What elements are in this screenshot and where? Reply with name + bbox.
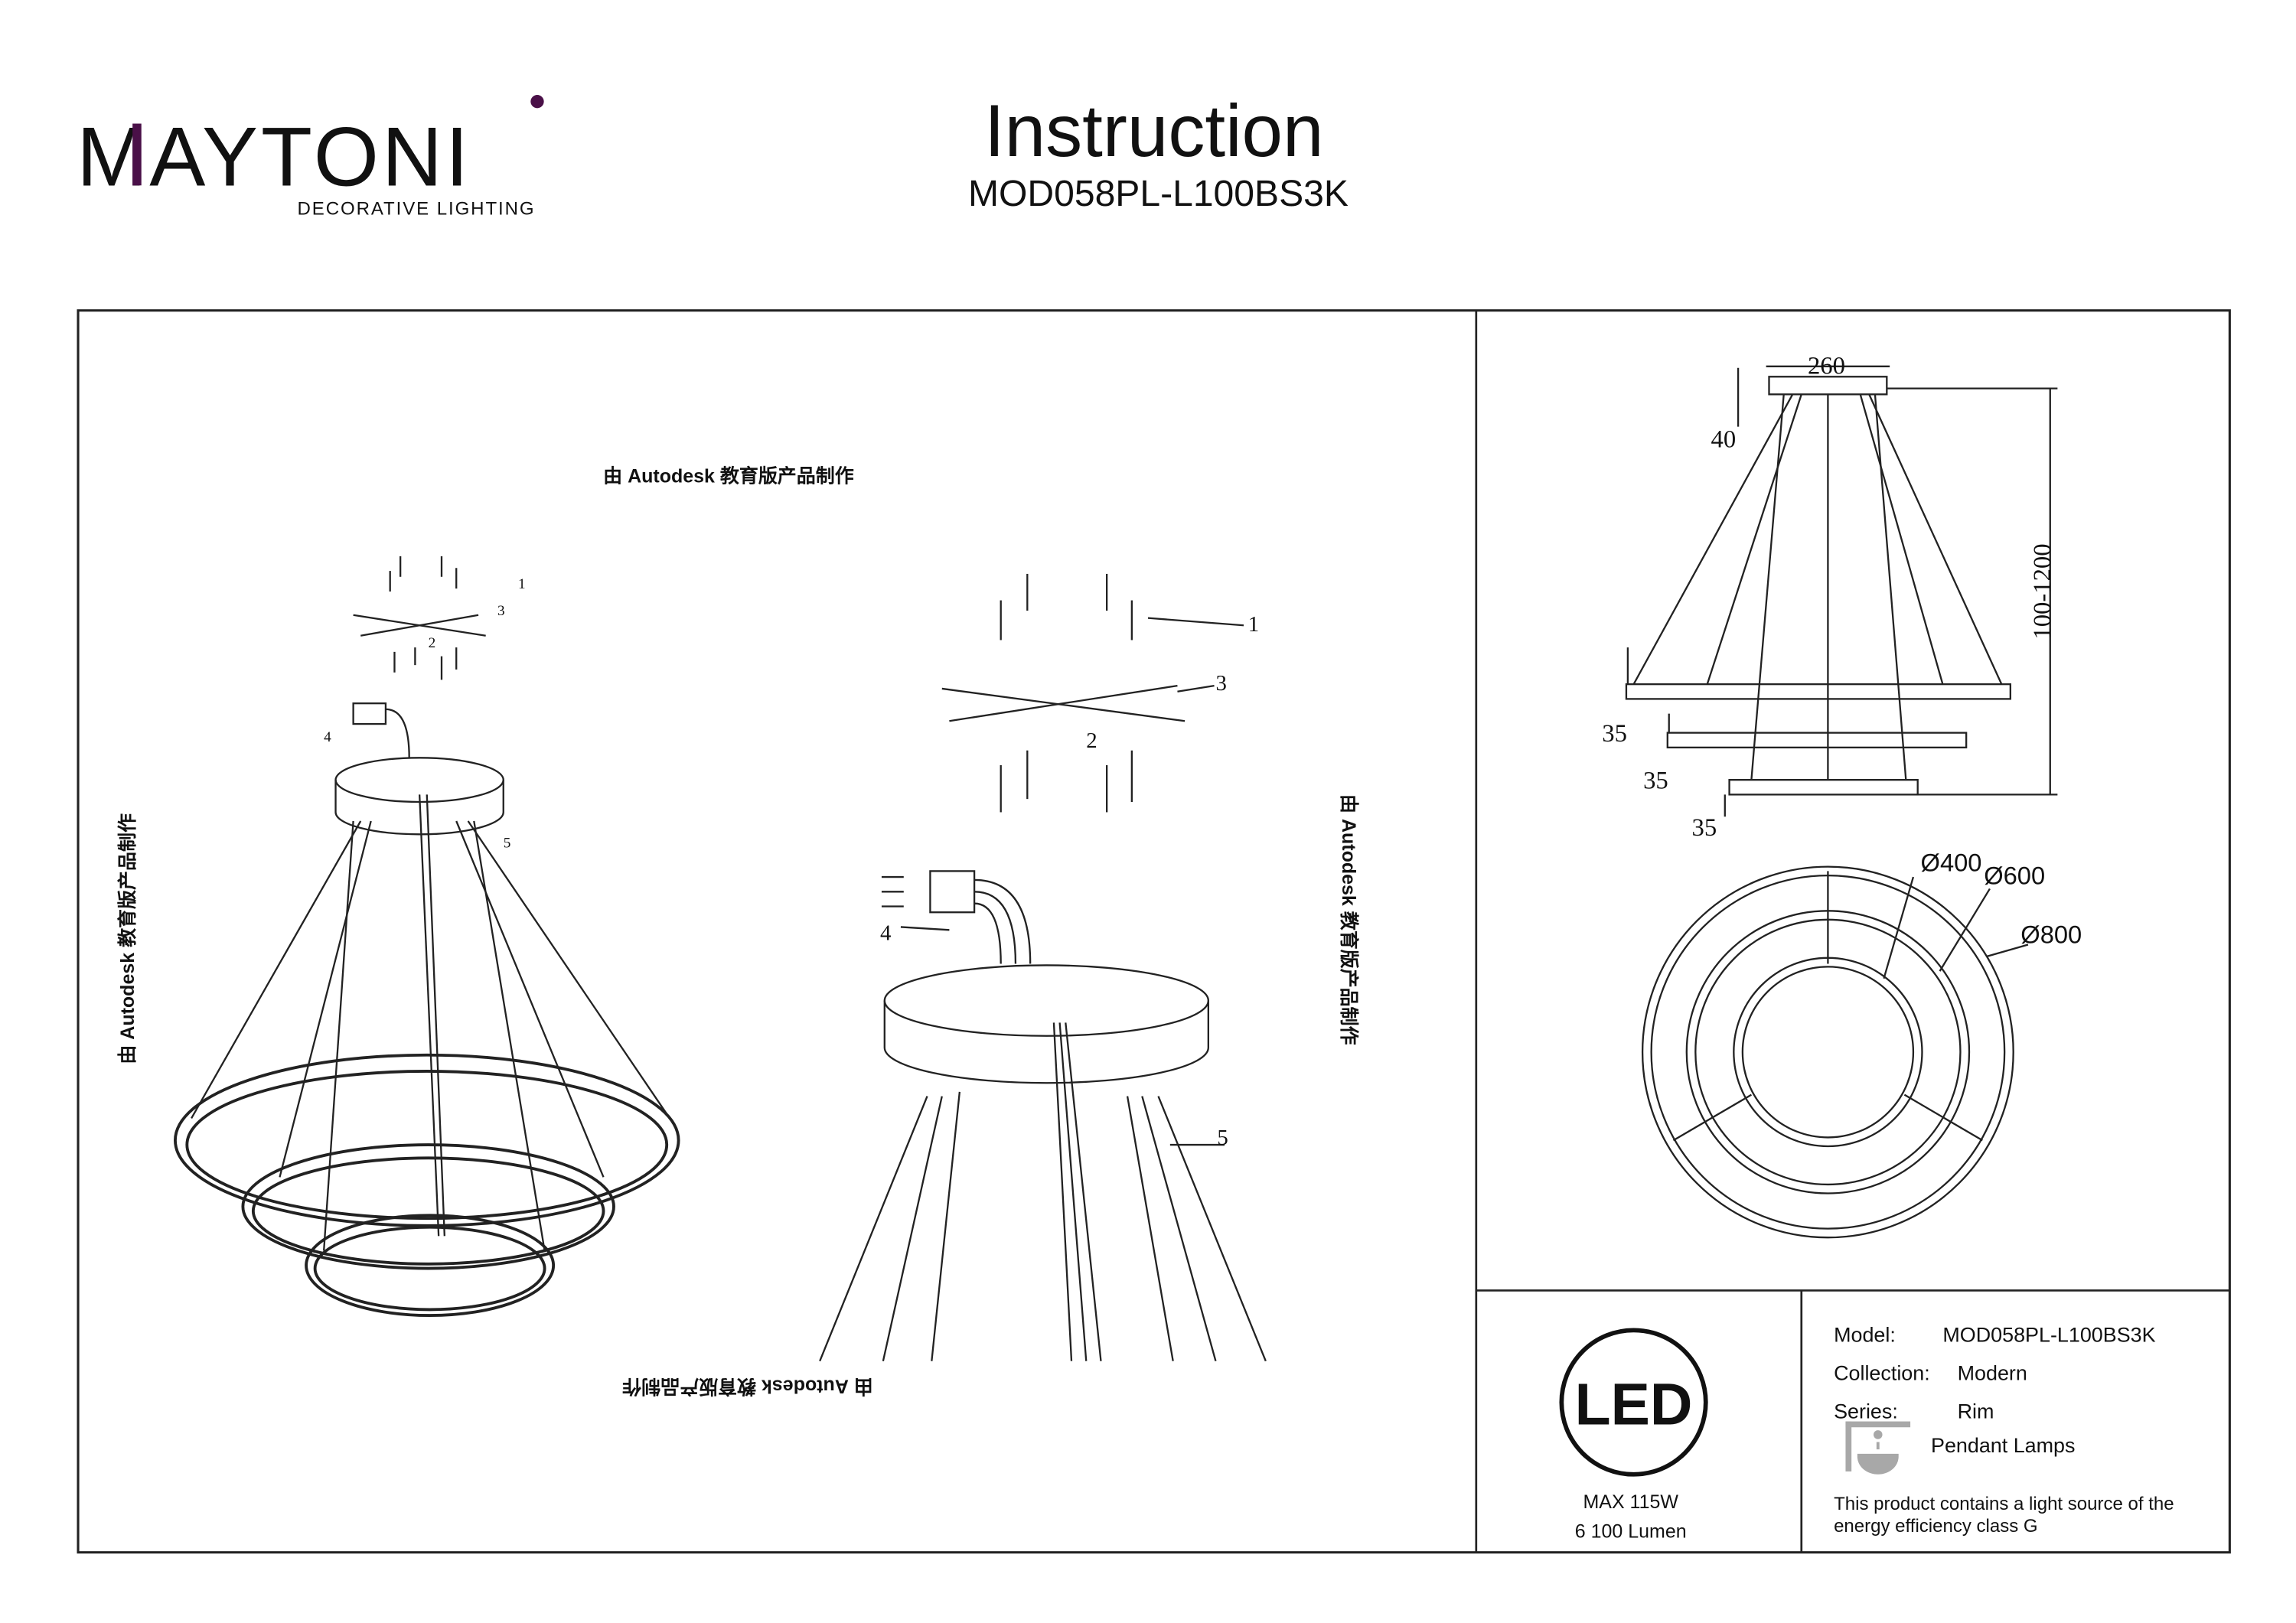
energy-note-line-2: energy efficiency class G xyxy=(1834,1516,2038,1537)
watermark-right: 由 Autodesk 教育版产品制作 xyxy=(1338,794,1360,1045)
part-label-5: 5 xyxy=(504,836,511,852)
exploded-view-drawing: 1 2 3 4 5 xyxy=(819,573,1267,1362)
assembled-lamp-drawing: 1 2 3 4 5 xyxy=(174,556,680,1318)
part-label-2: 2 xyxy=(1086,728,1097,753)
part-label-3: 3 xyxy=(1215,671,1226,696)
watermark-left: 由 Autodesk 教育版产品制作 xyxy=(116,813,139,1064)
part-label-1: 1 xyxy=(518,576,526,592)
frame xyxy=(77,309,2231,1554)
model-subtitle: MOD058PL-L100BS3K xyxy=(968,173,1349,214)
page-title: Instruction xyxy=(984,90,1323,172)
max-power: MAX 115W xyxy=(1583,1491,1678,1513)
side-dimension-drawing: 260 40 35 35 35 100-1200 xyxy=(1602,352,2058,842)
collection-value: Modern xyxy=(1958,1362,2027,1385)
dim-ring-height-3: 35 xyxy=(1692,814,1717,842)
led-block: LED MAX 115W 6 100 Lumen xyxy=(1559,1328,1708,1542)
model-value: MOD058PL-L100BS3K xyxy=(1942,1324,2155,1347)
brand-tagline: DECORATIVE LIGHTING xyxy=(298,199,536,220)
dim-ring-height-1: 35 xyxy=(1602,720,1627,748)
category: Pendant Lamps xyxy=(1931,1434,2075,1457)
part-label-4: 4 xyxy=(880,921,891,946)
led-badge: LED xyxy=(1575,1371,1693,1437)
dim-ring-height-2: 35 xyxy=(1643,768,1668,795)
part-label-2: 2 xyxy=(429,635,436,651)
watermark-top: 由 Autodesk 教育版产品制作 xyxy=(603,465,854,487)
lumen: 6 100 Lumen xyxy=(1575,1520,1687,1542)
dim-canopy-width: 260 xyxy=(1808,352,1845,380)
energy-note-line-1: This product contains a light source of … xyxy=(1834,1494,2174,1514)
model-label: Model: xyxy=(1834,1324,1896,1347)
collection-label: Collection: xyxy=(1834,1362,1930,1385)
dim-diameter-400: Ø400 xyxy=(1921,848,1982,876)
part-label-3: 3 xyxy=(497,603,505,619)
part-label-4: 4 xyxy=(324,729,331,745)
dim-drop-length: 100-1200 xyxy=(2029,543,2056,639)
series-value: Rim xyxy=(1958,1400,1994,1423)
part-label-1: 1 xyxy=(1248,612,1259,637)
watermark-bottom: 由 Autodesk 教育版产品制作 xyxy=(622,1376,873,1398)
pendant-lamp-icon xyxy=(1845,1421,1911,1475)
plan-view-drawing: Ø400 Ø600 Ø800 xyxy=(1641,848,2082,1239)
maytoni-logo: MAYTONI DECORATIVE LIGHTING xyxy=(77,95,544,220)
spec-block: Model: MOD058PL-L100BS3K Collection: Mod… xyxy=(1834,1324,2174,1537)
dim-diameter-800: Ø800 xyxy=(2020,921,2082,949)
dim-diameter-600: Ø600 xyxy=(1984,862,2045,890)
part-label-5: 5 xyxy=(1217,1126,1228,1150)
dim-canopy-height: 40 xyxy=(1711,426,1737,454)
brand-name: MAYTONI xyxy=(77,110,471,204)
series-label: Series: xyxy=(1834,1400,1898,1423)
